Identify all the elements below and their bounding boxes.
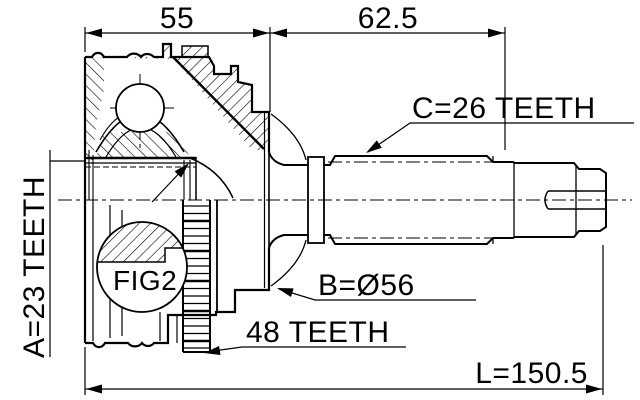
bell-mouth-edge bbox=[172, 56, 265, 150]
arrow-c-spline bbox=[366, 140, 382, 153]
fig2-step-line bbox=[97, 247, 187, 263]
label-shaft-spline: C=26 TEETH bbox=[412, 92, 596, 125]
dimension-lines bbox=[84, 27, 604, 395]
ball-bearing bbox=[115, 83, 165, 133]
housing-left-wall-hatch bbox=[85, 57, 104, 160]
dim-housing-length: 55 bbox=[160, 2, 194, 35]
dimension-arrows bbox=[86, 28, 602, 394]
shaft-outline bbox=[324, 155, 607, 245]
cv-joint-housing bbox=[83, 42, 271, 349]
arrow-b-diameter bbox=[277, 288, 294, 297]
label-body-diameter: B=Ø56 bbox=[318, 269, 415, 302]
center-bore-hole bbox=[544, 190, 606, 210]
drive-shaft bbox=[268, 151, 607, 249]
arrow-48-teeth bbox=[204, 346, 221, 355]
fig2-detail-circle: FIG2 bbox=[96, 221, 188, 313]
abs-ring-section-hatch bbox=[181, 45, 209, 58]
arrow-L-left bbox=[86, 384, 102, 394]
leader-c-spline bbox=[367, 122, 634, 153]
neck-fillet-top bbox=[268, 151, 308, 166]
arrow-L-right bbox=[586, 384, 602, 394]
arrow-62-left bbox=[271, 28, 287, 38]
housing-bottom-profile bbox=[85, 248, 271, 349]
ring-teeth-lines bbox=[183, 205, 210, 349]
dim-overall-length: L=150.5 bbox=[475, 357, 588, 390]
section-hatching bbox=[85, 44, 269, 160]
label-abs-ring: 48 TEETH bbox=[246, 316, 390, 349]
housing-top-profile bbox=[85, 42, 271, 152]
ring-teeth-lines-bold bbox=[183, 219, 210, 343]
housing-internals bbox=[85, 56, 265, 200]
dim-shaft-length: 62.5 bbox=[358, 2, 418, 35]
boot-curve-top bbox=[270, 113, 307, 161]
housing-upper-shell-hatch bbox=[85, 44, 269, 150]
neck-fillet-bottom bbox=[268, 234, 308, 249]
abs-tooth-ring bbox=[182, 200, 211, 353]
fig2-label: FIG2 bbox=[113, 265, 177, 296]
arrow-55-left bbox=[86, 28, 102, 38]
boot-seat bbox=[270, 113, 307, 287]
shaft-flange bbox=[307, 156, 325, 244]
leader-arrows bbox=[174, 140, 382, 355]
arrow-62-right bbox=[488, 28, 504, 38]
label-inner-spline: A=23 TEETH bbox=[18, 176, 51, 358]
arrow-a-spline bbox=[174, 163, 189, 178]
race-arc-right bbox=[189, 157, 234, 199]
fig2-hatch-segment bbox=[97, 222, 187, 262]
boot-curve-bottom bbox=[270, 239, 307, 287]
arrow-55-right bbox=[253, 28, 269, 38]
inner-race-hatch bbox=[96, 132, 190, 157]
